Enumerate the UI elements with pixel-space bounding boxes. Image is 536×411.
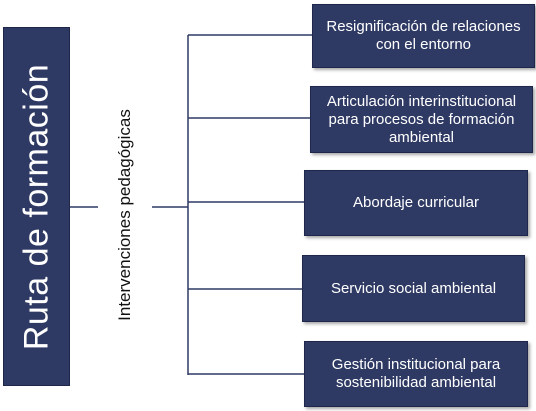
branch-box-4: Servicio social ambiental — [302, 255, 525, 322]
branch-label-1: Resignificación de relaciones con el ent… — [326, 18, 521, 53]
branch-box-2: Articulación interinstitucional para pro… — [310, 86, 533, 153]
root-node-box: Ruta de formación — [3, 27, 70, 386]
branch-box-3: Abordaje curricular — [304, 170, 528, 236]
branch-label-5: Gestión institucional para sostenibilida… — [331, 356, 501, 391]
branch-label-4: Servicio social ambiental — [330, 279, 497, 297]
branch-box-1: Resignificación de relaciones con el ent… — [312, 4, 535, 68]
branch-label-3: Abordaje curricular — [353, 194, 479, 211]
branch-label-2: Articulación interinstitucional para pro… — [326, 92, 517, 146]
branch-box-5: Gestión institucional para sostenibilida… — [304, 341, 528, 407]
